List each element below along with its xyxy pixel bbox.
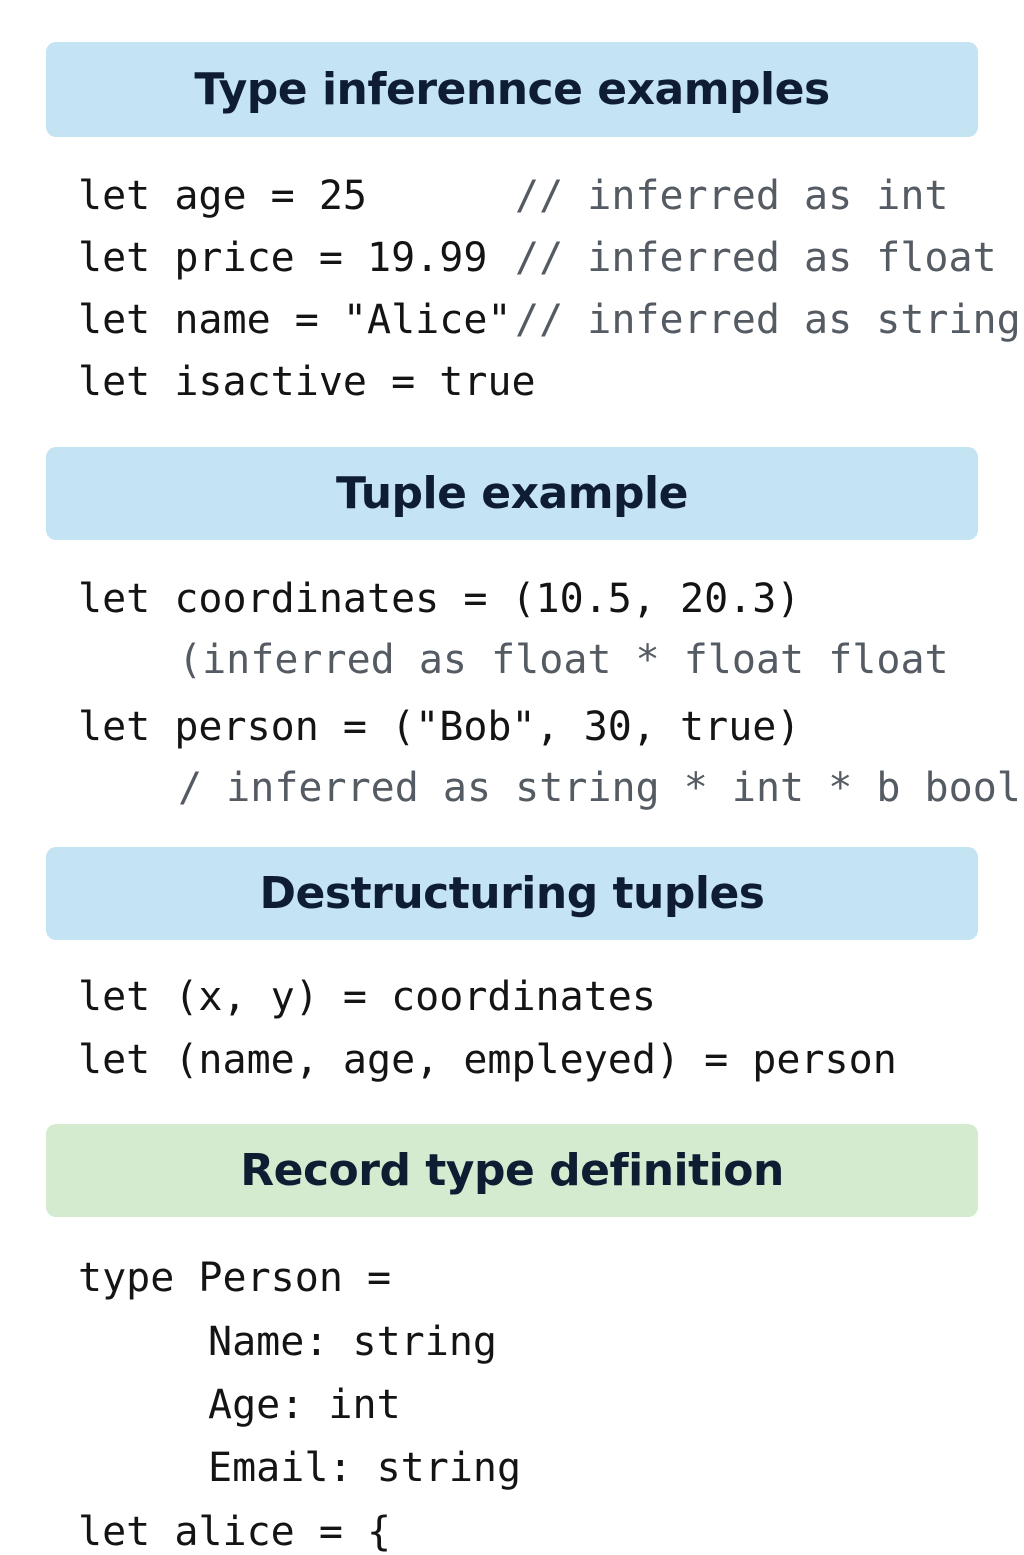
comment-age: // inferred as int xyxy=(515,173,949,219)
code-line-let-alice: let alice = { xyxy=(78,1509,392,1555)
comment-price: // inferred as float xyxy=(515,235,997,281)
code-line-field-email: Email: string xyxy=(208,1445,522,1491)
section-heading-type-inference: Type inferennce examples xyxy=(46,42,978,137)
code-line-age: let age = 25 xyxy=(78,173,367,219)
comment-coordinates: (inferred as float * float float xyxy=(178,637,949,683)
code-line-coordinates: let coordinates = (10.5, 20.3) xyxy=(78,576,801,622)
code-line-person: let person = ("Bob", 30, true) xyxy=(78,704,801,750)
comment-name: // inferred as string xyxy=(515,297,1021,343)
code-line-destructure-person: let (name, age, empleyed) = person xyxy=(78,1037,897,1083)
code-line-name: let name = "Alice" xyxy=(78,297,512,343)
code-line-type-person: type Person = xyxy=(78,1255,392,1301)
code-line-field-name: Name: string xyxy=(208,1319,497,1365)
comment-person: / inferred as string * int * b bool xyxy=(178,765,1021,811)
code-line-isactive: let isactive = true xyxy=(78,359,536,405)
code-line-destructure-xy: let (x, y) = coordinates xyxy=(78,974,656,1020)
section-heading-tuple-example: Tuple example xyxy=(46,447,978,540)
section-heading-record-type: Record type definition xyxy=(46,1124,978,1217)
code-line-price: let price = 19.99 xyxy=(78,235,488,281)
code-line-field-age: Age: int xyxy=(208,1382,401,1428)
section-heading-destructuring: Destructuring tuples xyxy=(46,847,978,940)
